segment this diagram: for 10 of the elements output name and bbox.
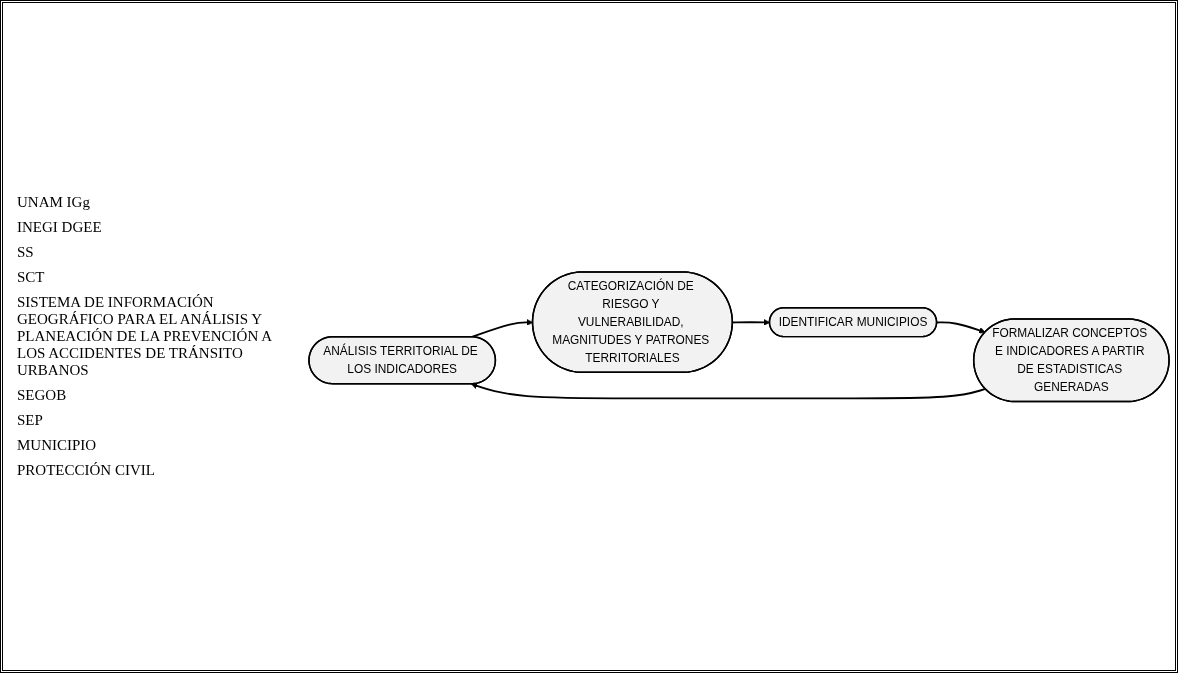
arrow	[936, 321, 986, 334]
note-text: SEP	[17, 412, 44, 429]
note-text: UNAM IGg	[17, 194, 91, 211]
note-text: SS	[17, 244, 35, 261]
note-text: SCT	[17, 269, 46, 286]
note-text: MUNICIPIO	[17, 437, 98, 454]
note-text: PROTECCIÓN CIVIL	[17, 462, 156, 479]
note-text: SEGOB	[17, 387, 68, 404]
note-text: SISTEMA DE INFORMACIÓN GEOGRÁFICO PARA EL ANÁLISIS Y PLANEACIÓN DE LA PREVENCIÓN A LOS ACCIDENTES DE TRÁNSITO URBANOS	[17, 294, 273, 379]
note-text: INEGI DGEE	[17, 219, 103, 236]
